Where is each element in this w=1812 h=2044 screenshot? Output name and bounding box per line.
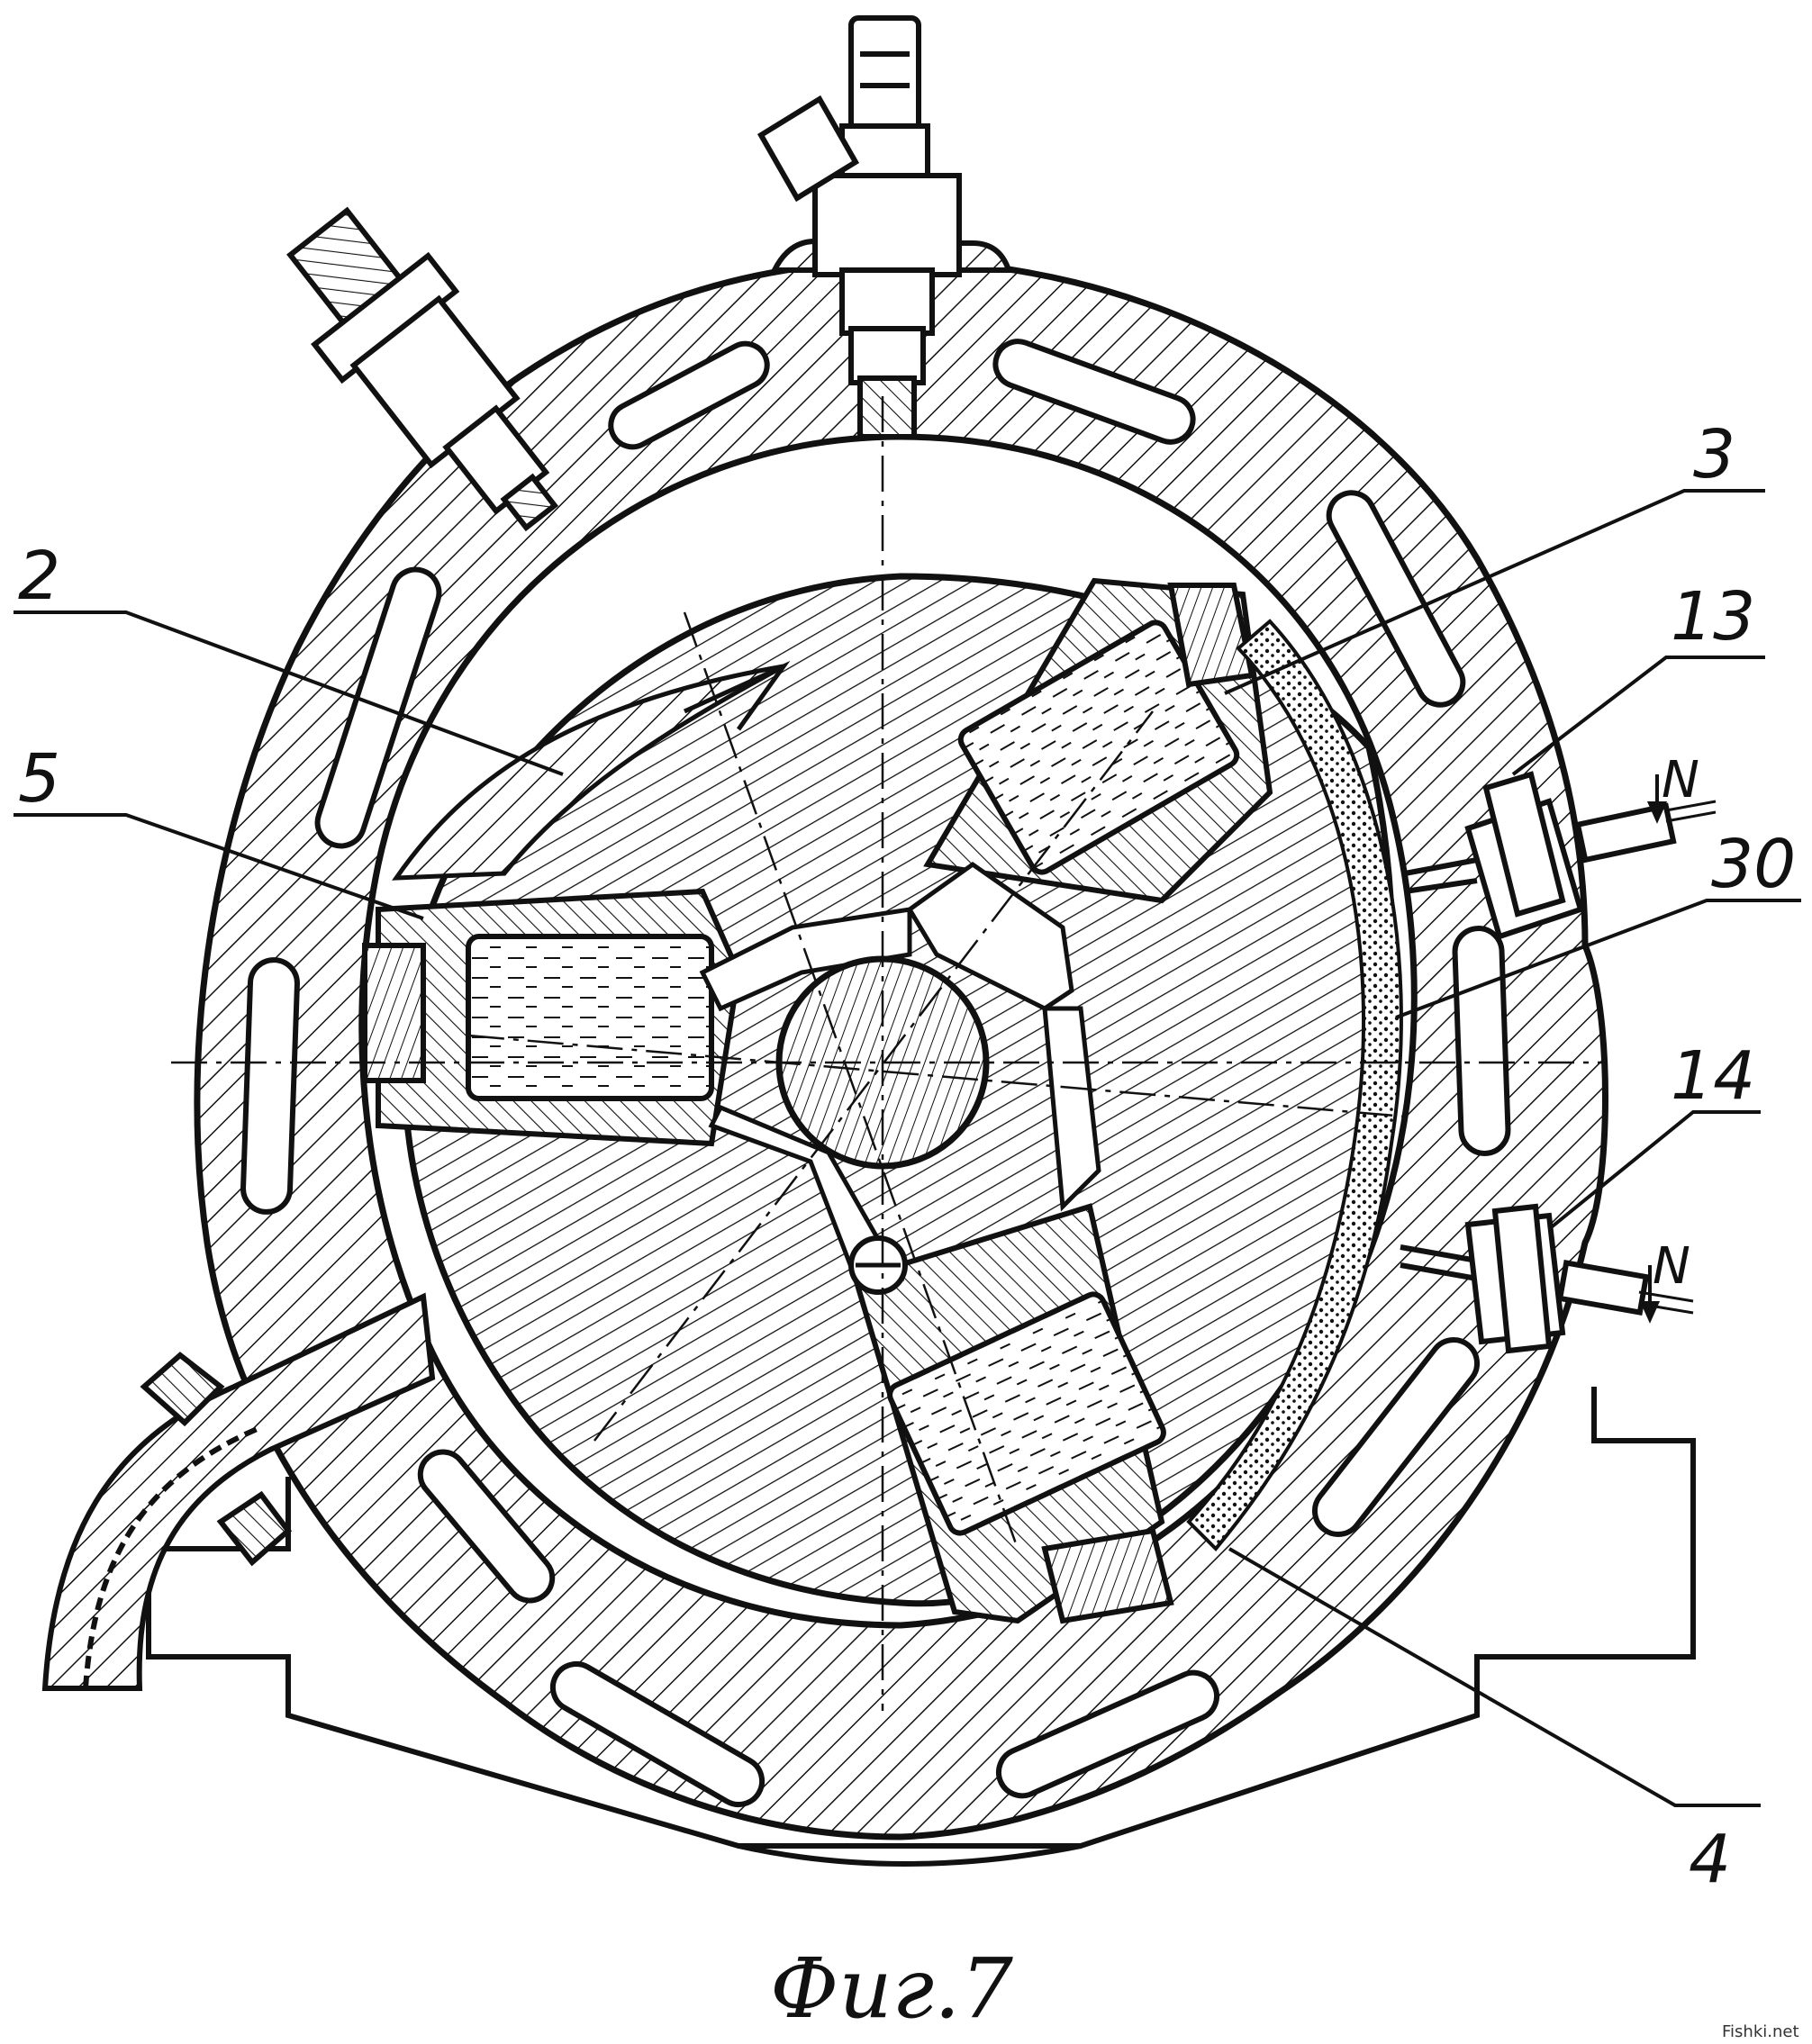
figure-caption: Фиг.7: [770, 1940, 1013, 2037]
sensor-14: [1400, 1203, 1694, 1354]
cooling-channels: [240, 339, 1511, 1807]
label-13: 13: [1671, 578, 1755, 656]
label-14: 14: [1671, 1037, 1755, 1115]
sensor-13: [1404, 771, 1717, 940]
label-3: 3: [1693, 416, 1735, 493]
label-n-lower: N: [1653, 1237, 1690, 1296]
centerlines: [171, 396, 1603, 1711]
vane-bottom-right: [852, 1203, 1174, 1624]
label-2: 2: [18, 538, 60, 615]
hydraulic-channels: [699, 861, 1101, 1281]
intake-pipe: [41, 1292, 436, 1691]
label-n-upper: N: [1662, 751, 1699, 809]
label-4: 4: [1689, 1821, 1731, 1898]
spark-plug: [286, 206, 559, 532]
n-arrows: [1639, 774, 1668, 1324]
vane-top-right: [923, 577, 1273, 904]
sealing-layer: [1186, 619, 1403, 1551]
leader-lines: [14, 489, 1801, 1807]
label-5: 5: [18, 740, 60, 818]
watermark: Fishki.net: [1722, 2022, 1799, 2041]
vane-left: [362, 888, 742, 1147]
label-30: 30: [1711, 826, 1796, 903]
fuel-injector: [757, 15, 1013, 439]
